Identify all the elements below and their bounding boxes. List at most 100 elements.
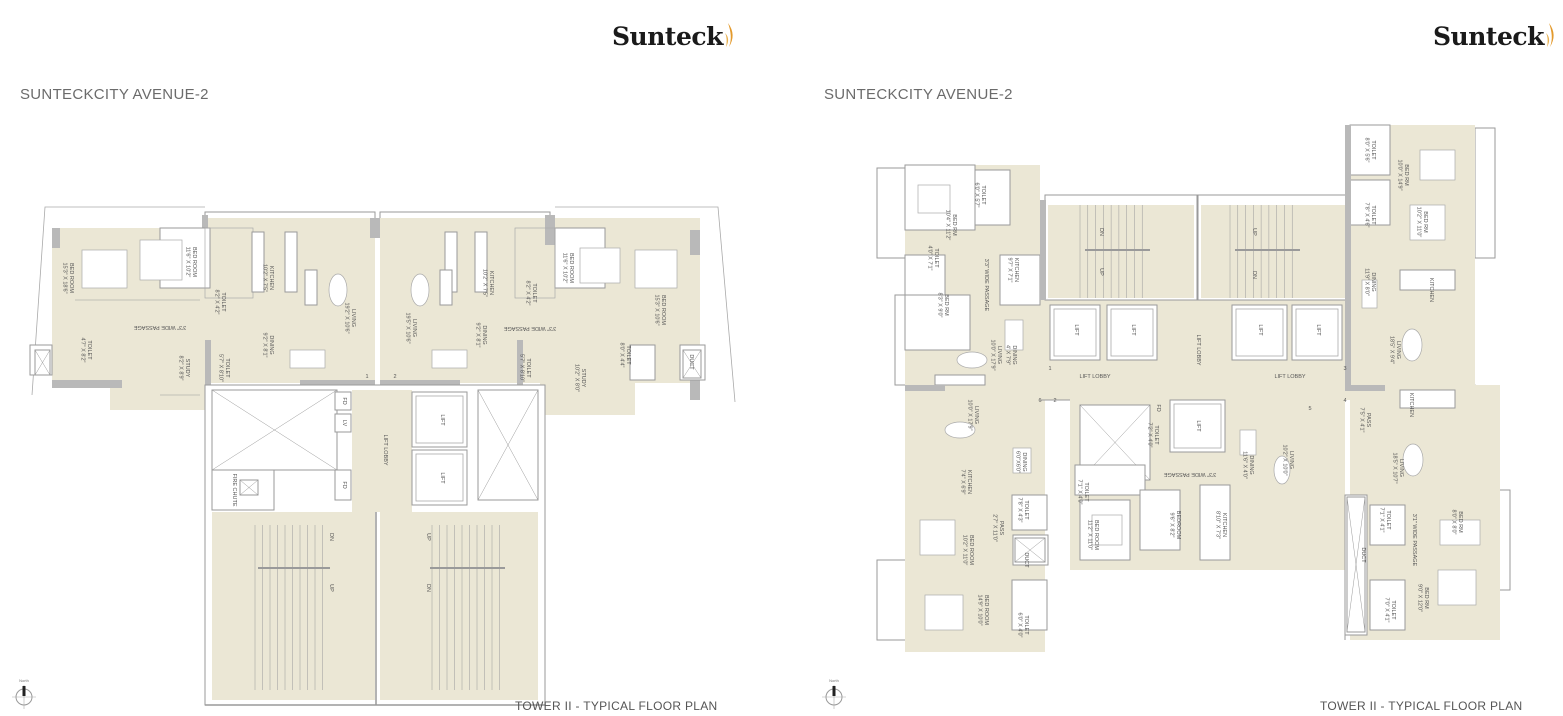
room-name: FD — [341, 397, 347, 404]
room-size: 15'3" X 18'6" — [62, 262, 68, 293]
toilet — [904, 254, 946, 296]
room-label: TOILET7'1" X 4'0" — [1077, 480, 1090, 505]
shaft-cross — [1014, 537, 1046, 563]
flame-icon — [1545, 23, 1554, 47]
plan-caption: TOWER II - TYPICAL FLOOR PLAN — [1320, 699, 1523, 713]
room-name: 3'3" WIDE PASSAGE — [1163, 471, 1216, 477]
room-size: 8'2" X 8'9" — [178, 356, 184, 381]
room-size: 7'4" X 6'9" — [960, 470, 966, 495]
room-name: DINING — [1021, 452, 1027, 471]
room-name: TOILET — [1390, 600, 1396, 620]
room-name: BED ROOM — [660, 295, 666, 325]
room-size: 9'0" X 12'0" — [1417, 584, 1423, 612]
room-name: LIFT — [439, 472, 445, 484]
bed — [1419, 149, 1456, 181]
room-size: 7'5" X 4'1" — [1359, 408, 1365, 433]
core-label: LIFT — [1073, 324, 1079, 336]
north-label: North — [829, 678, 839, 683]
staircase — [212, 512, 375, 700]
wall — [545, 215, 555, 245]
compass-icon — [822, 685, 846, 709]
room-size: 7'1" X 4'0" — [1077, 480, 1083, 505]
room-name: BED ROOM — [968, 535, 974, 565]
room-name: TOILET — [1153, 425, 1159, 445]
room-size: 9'7" X 7'1" — [1007, 258, 1013, 283]
bed — [1439, 519, 1481, 546]
room-name: BED RM — [1423, 587, 1429, 609]
shaft-cross — [211, 389, 338, 471]
room-name: FD — [341, 481, 347, 488]
plan-caption: TOWER II - TYPICAL FLOOR PLAN — [515, 699, 718, 713]
logo-text: Sunteck — [612, 22, 723, 51]
shaft-cross — [682, 349, 702, 379]
staircase — [1201, 205, 1345, 298]
core-label: LIFT — [439, 414, 445, 426]
room-name: LIFT — [1315, 324, 1321, 336]
room-label: TOILET5'7" X 8'10" — [218, 354, 231, 382]
kitchen-counter — [1399, 269, 1456, 291]
room-name: 2 — [1053, 398, 1056, 404]
room-label: LIVING10'2" X 10'0" — [1282, 444, 1295, 475]
room-name: PASS — [1365, 413, 1371, 428]
room-name: BED RM — [1403, 164, 1409, 186]
core-label: LIFT — [439, 472, 445, 484]
floor-area — [540, 340, 635, 415]
room-size: 10'2" X 11'0" — [1416, 207, 1422, 238]
core-label: 1 — [1048, 366, 1051, 372]
room-size: 10'0" X 17'9" — [967, 399, 973, 430]
room-label: LIVING19'2" X 10'6" — [344, 302, 357, 333]
room-name: TOILET — [1385, 510, 1391, 530]
room-name: DINING — [481, 325, 487, 344]
wall — [1040, 200, 1046, 300]
room-name: LIFT LOBBY — [1079, 374, 1110, 380]
wall — [690, 230, 700, 255]
flame-icon — [724, 23, 733, 47]
room-name: FD — [1155, 404, 1161, 411]
room-name: LIVING — [996, 346, 1002, 364]
room-label: BED RM10'4" X 11'2" — [945, 210, 958, 241]
room-name: 4 — [1343, 398, 1346, 404]
toilet — [1349, 179, 1391, 226]
core-label: 2 — [393, 374, 396, 380]
room-name: TOILET — [220, 292, 226, 312]
wall — [202, 215, 208, 235]
room-name: BED RM — [1457, 511, 1463, 533]
room-label: TOILET7'1" X 4'1" — [1379, 508, 1392, 533]
room-label: BED ROOM11'6" X 10'2" — [185, 247, 198, 278]
room-size: 18'5" X 9'4" — [1389, 336, 1395, 364]
lift-inner — [415, 395, 464, 444]
room-size: 8'3" X 9'0" — [937, 293, 943, 318]
lift-inner — [1235, 308, 1284, 357]
room-name: TOILET — [980, 185, 986, 205]
room-size: 19'2" X 10'6" — [344, 302, 350, 333]
room-label: LIVING10'0" X 17'9" — [967, 399, 980, 430]
room-name: KITCHEN — [1428, 278, 1434, 302]
wall — [517, 340, 523, 410]
core-label: LIFT LOBBY — [1195, 334, 1201, 365]
sunteck-logo: Sunteck — [612, 22, 735, 51]
room-name: BED ROOM — [68, 263, 74, 293]
wall — [1345, 385, 1385, 391]
room-size: 6'0"X6'0" — [1015, 451, 1021, 473]
room-name: DINING — [268, 335, 274, 354]
room-name: LIVING — [973, 406, 979, 424]
core-label: DN — [1251, 271, 1257, 279]
balcony — [876, 559, 908, 641]
room-size: 9'6" X 8'2" — [1169, 513, 1175, 538]
room-name: DN — [1251, 271, 1257, 279]
room-name: DN — [425, 584, 431, 592]
room-name: 6 — [1038, 398, 1041, 404]
room-size: 10'4" X 11'2" — [945, 210, 951, 241]
room-name: 1 — [1048, 366, 1051, 372]
fd-shaft — [334, 469, 352, 501]
core-label: FD — [341, 397, 347, 404]
room-label: TOILET6'0" X 5'7" — [974, 183, 987, 208]
fd-shaft — [334, 391, 352, 411]
compass-icon — [12, 685, 36, 709]
sunteck-logo: Sunteck — [1433, 22, 1556, 51]
wall — [52, 228, 60, 248]
wall — [370, 218, 380, 238]
room-name: UP — [1098, 268, 1104, 276]
coffee-table — [956, 351, 988, 369]
